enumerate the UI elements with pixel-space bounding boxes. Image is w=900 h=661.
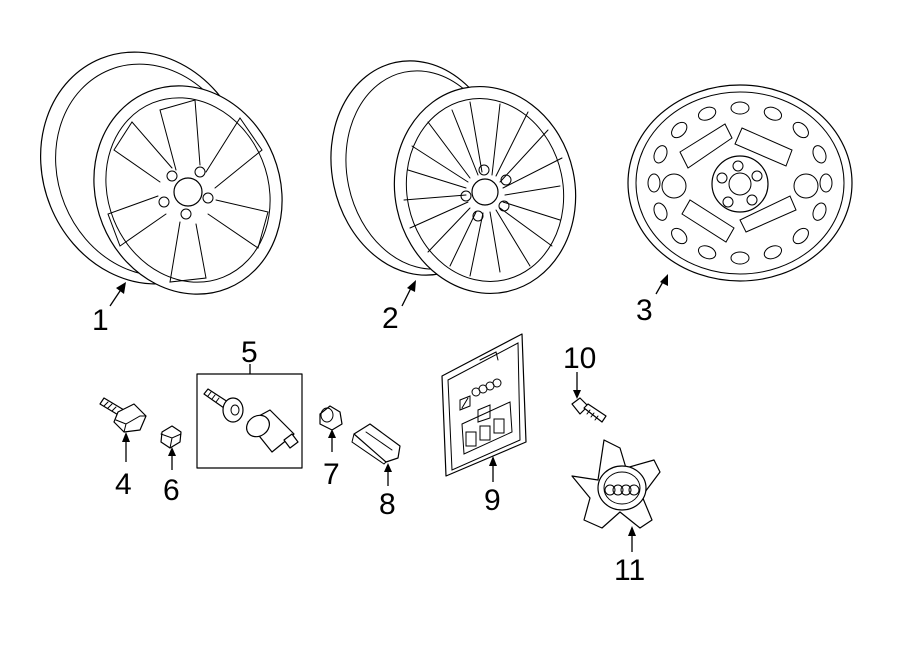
brand-rings-icon bbox=[604, 484, 640, 496]
vent-hole bbox=[730, 251, 750, 265]
wheel-spokes bbox=[107, 99, 269, 283]
callout-6: 6 bbox=[163, 474, 180, 507]
callout-10: 10 bbox=[563, 342, 596, 375]
vent-hole bbox=[653, 145, 668, 164]
vent-hole bbox=[697, 106, 717, 121]
callout-2: 2 bbox=[382, 302, 399, 335]
vent-hole bbox=[792, 121, 809, 139]
lug-holes bbox=[460, 164, 512, 222]
bolt-cap-kit-package[interactable] bbox=[441, 333, 527, 477]
wheel-windows bbox=[661, 123, 819, 243]
brand-rings-icon bbox=[471, 378, 502, 397]
wheel-spokes bbox=[403, 101, 563, 277]
vent-hole bbox=[671, 227, 688, 245]
callout-4: 4 bbox=[115, 468, 132, 501]
vent-hole bbox=[671, 121, 688, 139]
vent-hole bbox=[763, 106, 783, 121]
vent-hole bbox=[647, 173, 661, 193]
wheel-bolt[interactable] bbox=[99, 397, 147, 433]
lug-holes bbox=[158, 166, 214, 220]
vent-hole bbox=[819, 173, 833, 193]
vent-hole bbox=[812, 145, 827, 164]
vent-hole bbox=[697, 245, 717, 260]
cap-removal-tool[interactable] bbox=[351, 423, 401, 465]
vent-hole bbox=[792, 227, 809, 245]
leader-lines bbox=[109, 274, 668, 552]
steel-spare-wheel[interactable] bbox=[627, 84, 853, 282]
vent-hole bbox=[763, 245, 783, 260]
bolt-cover[interactable] bbox=[319, 405, 343, 431]
locking-key bbox=[246, 409, 299, 453]
callout-7: 7 bbox=[323, 458, 340, 491]
wheel-center-cap[interactable] bbox=[571, 439, 661, 529]
vent-holes bbox=[647, 101, 833, 265]
lug-holes bbox=[716, 160, 763, 208]
callout-3: 3 bbox=[636, 294, 653, 327]
alloy-wheel-six-spoke[interactable] bbox=[6, 20, 313, 322]
bolt-cap[interactable] bbox=[160, 425, 182, 449]
callout-8: 8 bbox=[379, 488, 396, 521]
valve-stem[interactable] bbox=[571, 397, 607, 423]
vent-hole bbox=[730, 101, 750, 115]
locking-bolt bbox=[203, 388, 244, 423]
alloy-wheel-multi-spoke[interactable] bbox=[311, 44, 594, 310]
callout-5: 5 bbox=[241, 336, 258, 369]
package-caps bbox=[461, 401, 513, 455]
callout-1: 1 bbox=[92, 304, 109, 337]
vent-hole bbox=[812, 202, 827, 221]
callout-9: 9 bbox=[484, 484, 501, 517]
callout-11: 11 bbox=[614, 554, 645, 587]
vent-hole bbox=[653, 202, 668, 221]
locking-bolt-set[interactable] bbox=[196, 373, 303, 469]
